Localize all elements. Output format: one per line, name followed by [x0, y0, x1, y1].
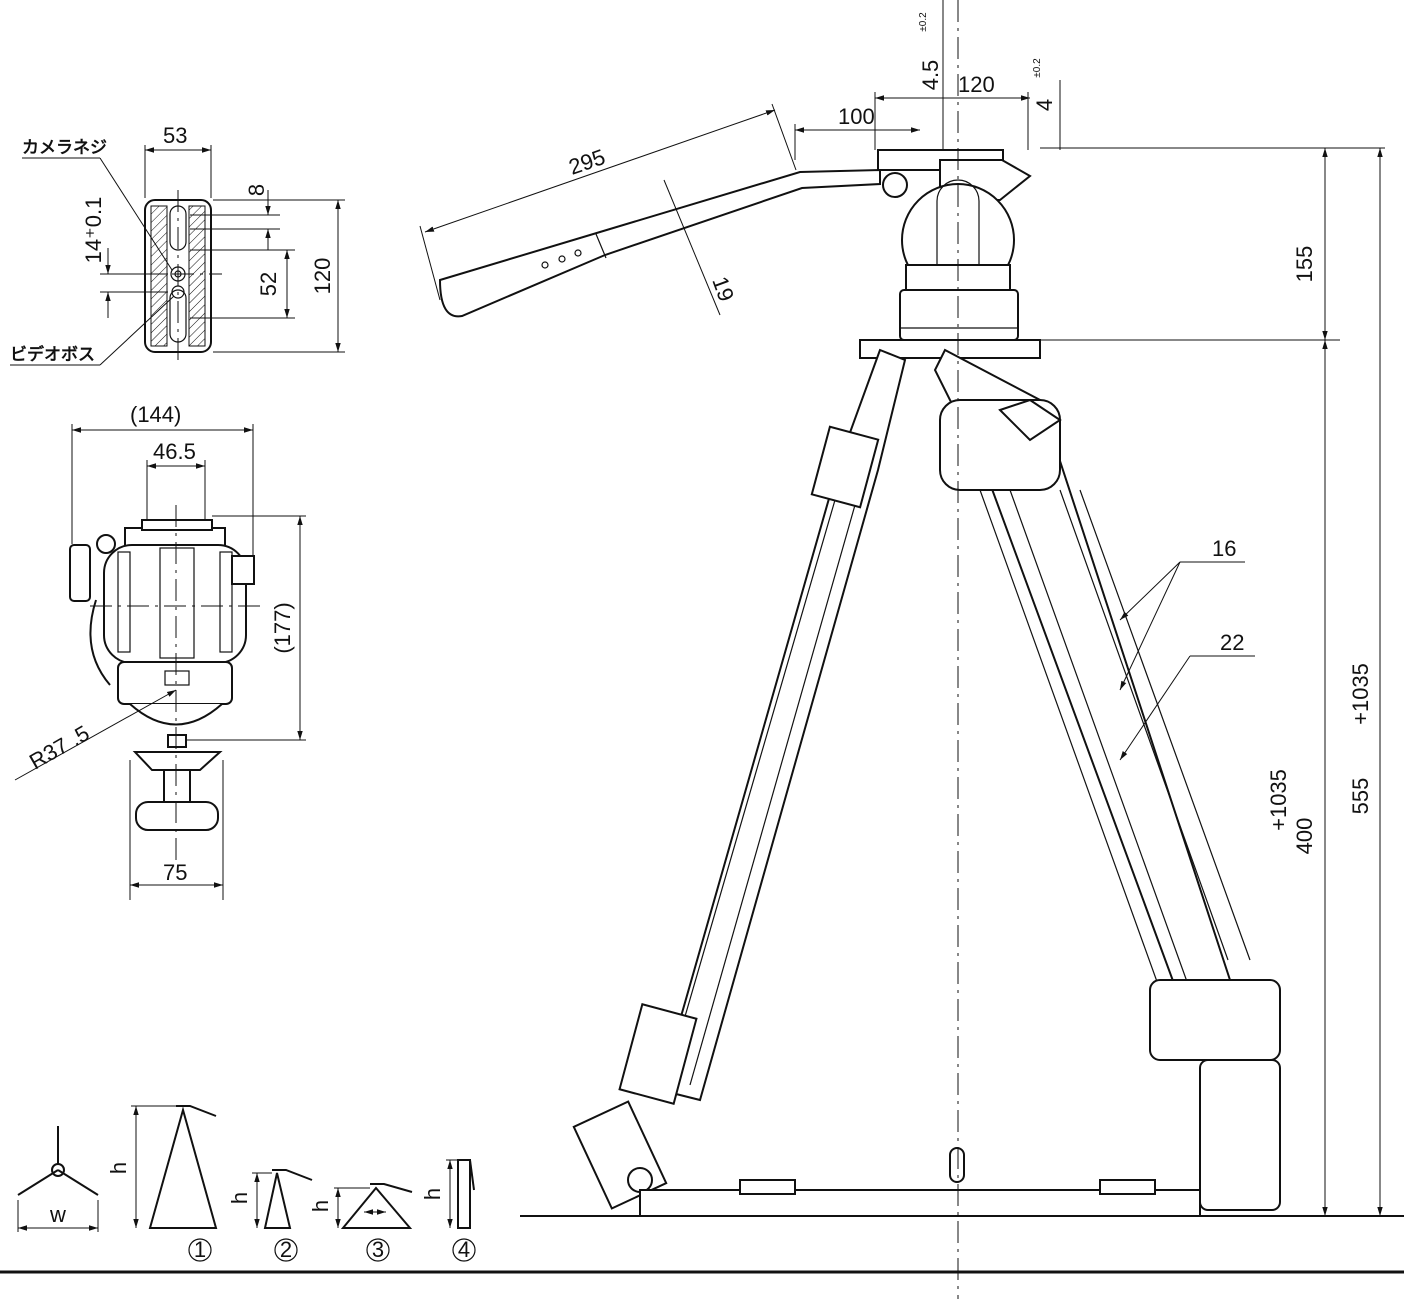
pin-height-label: 4.5 — [918, 60, 943, 91]
head-height-label: (177) — [270, 602, 295, 653]
tripod-legs — [572, 339, 1281, 1211]
plate-thickness-label: 4 — [1032, 99, 1057, 111]
config-4-circle — [452, 1238, 476, 1262]
legend-h-3: h — [308, 1200, 333, 1212]
config-3-circle — [366, 1238, 390, 1262]
spreader-base — [639, 1147, 1201, 1217]
plate-width-label-front: 46.5 — [153, 439, 196, 464]
legend-h-2: h — [227, 1192, 252, 1204]
config-1-circle — [188, 1238, 212, 1262]
callout-16-label: 16 — [1212, 536, 1236, 561]
video-pin-label: ビデオボス — [10, 344, 95, 365]
tripod-min-label: 400 — [1292, 818, 1317, 855]
tripod-ext-label: +1035 — [1266, 769, 1291, 831]
legend-h-1: h — [106, 1162, 131, 1174]
head-width-label: 120 — [958, 72, 995, 97]
handle-diameter-label: 19 — [707, 273, 739, 305]
slot-width-label: 8 — [244, 184, 269, 196]
config-2-circle — [274, 1238, 298, 1262]
pitch-label: 52 — [256, 272, 281, 296]
legend-width-label: w — [49, 1202, 66, 1227]
overall-min-label: 555 — [1348, 778, 1373, 815]
plate-length-label: 120 — [310, 258, 335, 295]
radius-label: R37 .5 — [25, 720, 94, 774]
config-1-label: 1 — [194, 1237, 206, 1262]
handle-length-label: 295 — [565, 144, 608, 180]
handle-offset-label: 100 — [838, 104, 875, 129]
config-3-label: 3 — [372, 1237, 384, 1262]
top-view-plate — [135, 190, 222, 360]
legend-diagrams — [17, 1105, 476, 1262]
config-2-label: 2 — [280, 1237, 292, 1262]
base-width-label: 75 — [163, 860, 187, 885]
front-view-head — [69, 505, 260, 860]
overall-width-label: (144) — [130, 402, 181, 427]
config-4-label: 4 — [458, 1237, 470, 1262]
pan-handle — [438, 168, 881, 318]
side-view-dimensions — [419, 0, 1385, 1216]
overall-ext-label: +1035 — [1348, 663, 1373, 725]
top-view-dimensions — [10, 145, 345, 366]
tolerance-label: 14⁺0.1 — [81, 197, 106, 264]
plate-tolerance-label: ±0.2 — [1032, 58, 1043, 78]
callout-22-label: 22 — [1220, 630, 1244, 655]
head-height-dim-label: 155 — [1292, 246, 1317, 283]
camera-screw-label: カメラネジ — [22, 138, 107, 158]
pin-tolerance-label: ±0.2 — [918, 12, 929, 32]
front-view-dimensions — [14, 424, 306, 900]
fluid-head — [877, 149, 1032, 341]
legend-h-4: h — [420, 1188, 445, 1200]
plate-width-label: 53 — [163, 123, 187, 148]
